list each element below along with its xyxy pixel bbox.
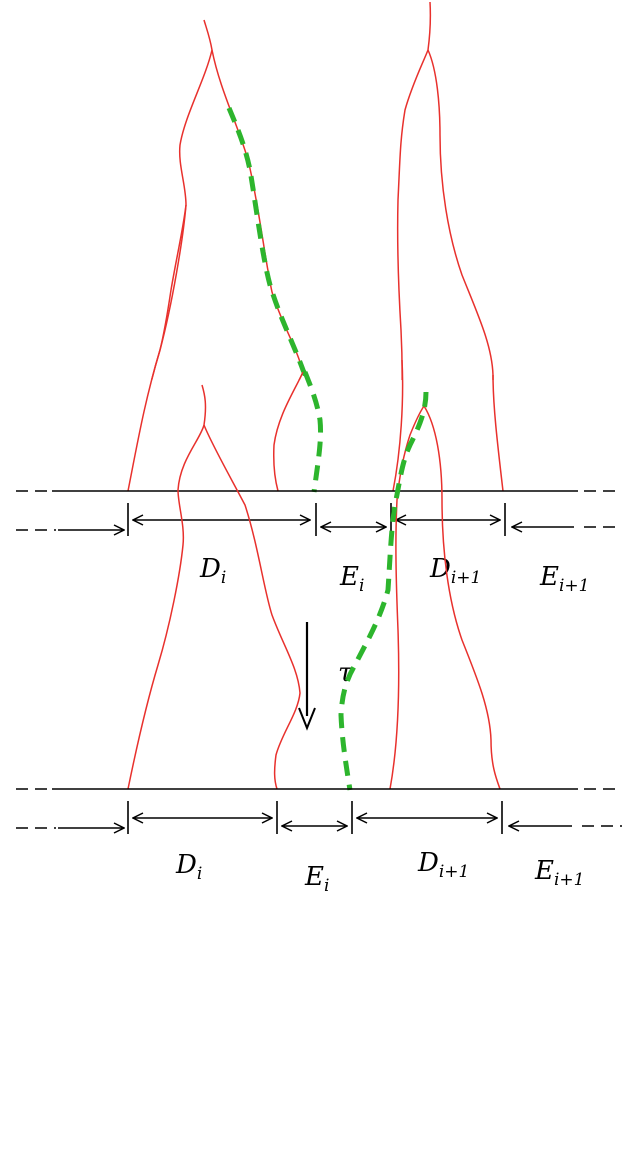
top-domain-i-left-mid <box>170 204 187 291</box>
bottom-label-d-i-plus-1: Di+1 <box>417 848 469 882</box>
bottom-label-d-i: Di <box>175 850 202 884</box>
bottom-domain-i-right-boundary-final <box>203 424 301 790</box>
top-label-e-i-r: Ei <box>339 562 364 596</box>
bottom-panel-background <box>0 380 635 1163</box>
bottom-domain-i-plus-1-right-boundary-final <box>423 405 501 790</box>
transition-arrow-head <box>298 707 316 731</box>
top-domain-i-right-lower <box>273 371 304 492</box>
bottom-label-e-i-plus-1: Ei+1 <box>534 856 584 890</box>
top-domain-i-plus-1-right-lower <box>492 374 504 492</box>
bottom-label-e-i: Ei <box>304 862 329 896</box>
top-domain-i-left-lower <box>127 289 172 492</box>
top-green-path-lower <box>302 371 324 493</box>
top-green-path <box>226 107 324 493</box>
bottom-domain-i-plus-1-left-boundary-final <box>389 405 425 790</box>
top-label-e-i-plus-1-r: Ei+1 <box>539 562 589 596</box>
top-label-d-i-r: Di <box>199 554 226 588</box>
bottom-domain-i-left-boundary-final <box>127 384 207 790</box>
bottom-green-path <box>338 391 429 791</box>
top-domain-i-plus-1-left-lower <box>392 359 404 492</box>
